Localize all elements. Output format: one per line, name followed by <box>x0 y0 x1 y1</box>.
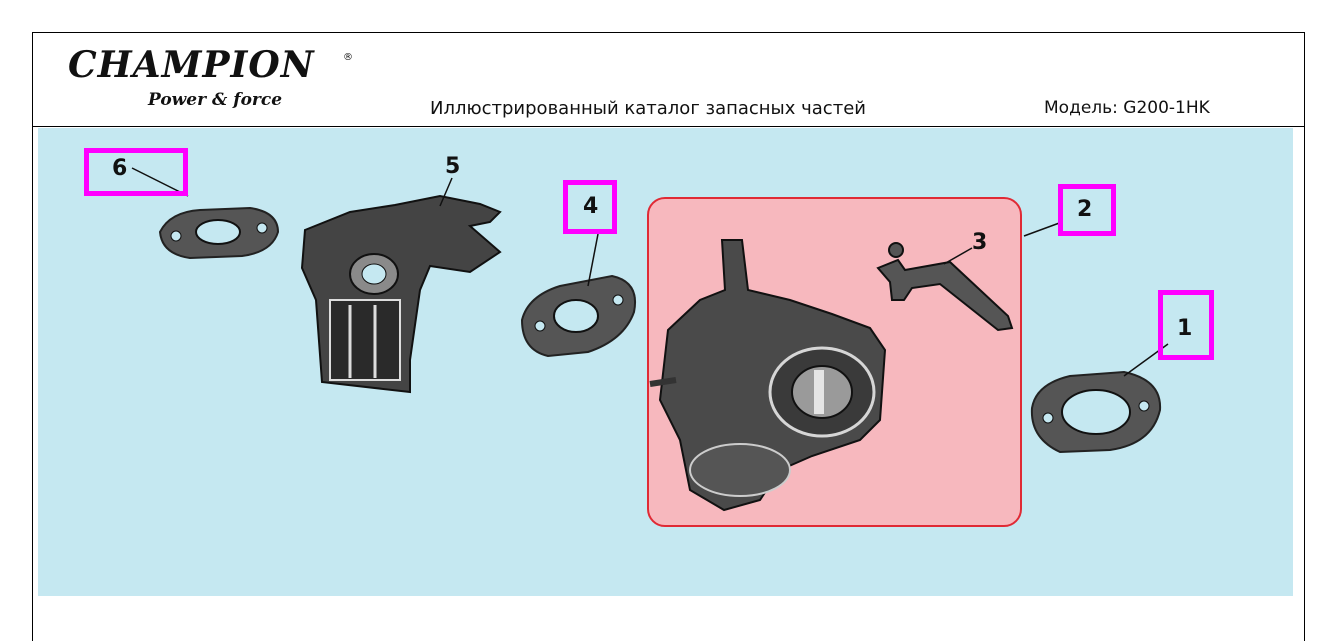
brand-name: CHAMPION <box>68 44 315 86</box>
callout-box-6 <box>84 148 188 196</box>
callout-number-2: 2 <box>1077 197 1093 222</box>
part-6-gasket-icon <box>158 206 280 260</box>
model-label: Модель: G200-1HK <box>1044 98 1210 118</box>
catalog-title: Иллюстрированный каталог запасных частей <box>430 98 866 119</box>
brand-registered-mark: ® <box>343 52 353 63</box>
callout-number-1: 1 <box>1177 316 1193 341</box>
part-1-gasket-icon <box>1030 370 1162 454</box>
callout-number-6: 6 <box>112 156 128 181</box>
callout-number-4: 4 <box>583 194 599 219</box>
callout-box-2 <box>1058 184 1116 236</box>
callout-number-5: 5 <box>445 154 461 179</box>
callout-box-4 <box>563 180 617 234</box>
part-4-gasket-icon <box>520 274 636 358</box>
header-divider <box>32 126 1305 127</box>
part-2-carburetor-icon <box>649 239 887 512</box>
page-frame <box>32 32 1305 641</box>
brand-tagline: Power & force <box>148 90 283 110</box>
callout-box-1 <box>1158 290 1214 360</box>
callout-number-3: 3 <box>972 230 988 255</box>
part-3-choke-lever-icon <box>876 242 1014 332</box>
brand-logo: CHAMPION ® Power & force <box>68 44 358 124</box>
part-5-insulator-bracket-icon <box>300 194 502 394</box>
